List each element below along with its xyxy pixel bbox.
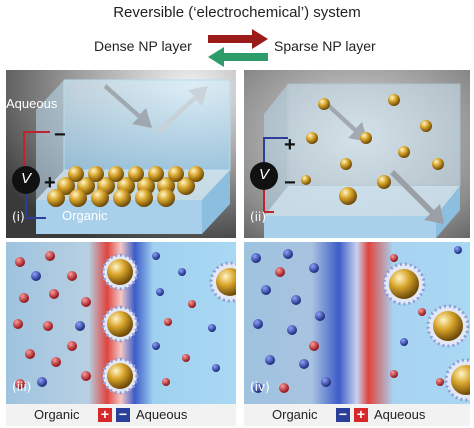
voltmeter-icon (250, 162, 278, 190)
panel-ii-sparse-layer: V + − (ii) (244, 70, 470, 238)
reflected-light-arrow-icon (156, 86, 208, 134)
panel-ii-number: (ii) (250, 210, 267, 224)
sparse-np-array (301, 94, 444, 205)
aqueous-label: Aqueous (374, 407, 426, 422)
dense-np-layer-label: Dense NP layer (94, 38, 192, 54)
transmitted-light-arrow-icon (390, 170, 444, 224)
aqueous-label: Aqueous (136, 407, 188, 422)
panel-iv-ion-distribution: (iv) (244, 242, 470, 404)
voltmeter-label: V (258, 166, 269, 183)
panel-i-number: (i) (12, 210, 25, 224)
plus-terminal: + (284, 134, 296, 156)
minus-sign-icon: − (336, 407, 350, 422)
interfacial-nanoparticles (101, 253, 236, 395)
voltmeter-label: V (20, 170, 31, 187)
reversible-arrows (208, 29, 268, 67)
panel-i-dense-layer: Aqueous Organic V − + (i) (6, 70, 236, 238)
organic-label: Organic (34, 407, 80, 422)
organic-cations (13, 251, 91, 389)
aqueous-ions (152, 252, 220, 386)
minus-sign-icon: − (116, 407, 130, 422)
panel-iii-number: (iii) (12, 380, 32, 394)
aqueous-label: Aqueous (6, 96, 58, 111)
panel-iii-ion-distribution: (iii) (6, 242, 236, 404)
backward-arrow-icon (208, 47, 268, 67)
sparse-np-layer-label: Sparse NP layer (274, 38, 376, 54)
panel-iii-caption-bar: Organic + − Aqueous (6, 404, 236, 426)
dense-np-array (47, 166, 204, 207)
plus-sign-icon: + (354, 407, 368, 422)
organic-label: Organic (272, 407, 318, 422)
plus-sign-icon: + (98, 407, 112, 422)
forward-arrow-icon (208, 29, 268, 49)
voltmeter-icon (12, 166, 40, 194)
organic-anions (251, 249, 331, 393)
incident-light-arrow-icon (328, 104, 368, 142)
organic-label: Organic (62, 208, 108, 223)
minus-terminal: − (284, 172, 296, 194)
plus-terminal: + (44, 172, 56, 194)
detached-nanoparticles (382, 262, 470, 402)
organic-anions (31, 271, 85, 387)
incident-light-arrow-icon (104, 84, 152, 128)
organic-cations (275, 267, 319, 393)
aqueous-ions (390, 246, 462, 386)
minus-terminal: − (54, 124, 66, 146)
page-title: Reversible (‘electrochemical’) system (113, 4, 361, 21)
panel-iv-number: (iv) (250, 380, 270, 394)
panel-iv-caption-bar: Organic − + Aqueous (244, 404, 470, 426)
